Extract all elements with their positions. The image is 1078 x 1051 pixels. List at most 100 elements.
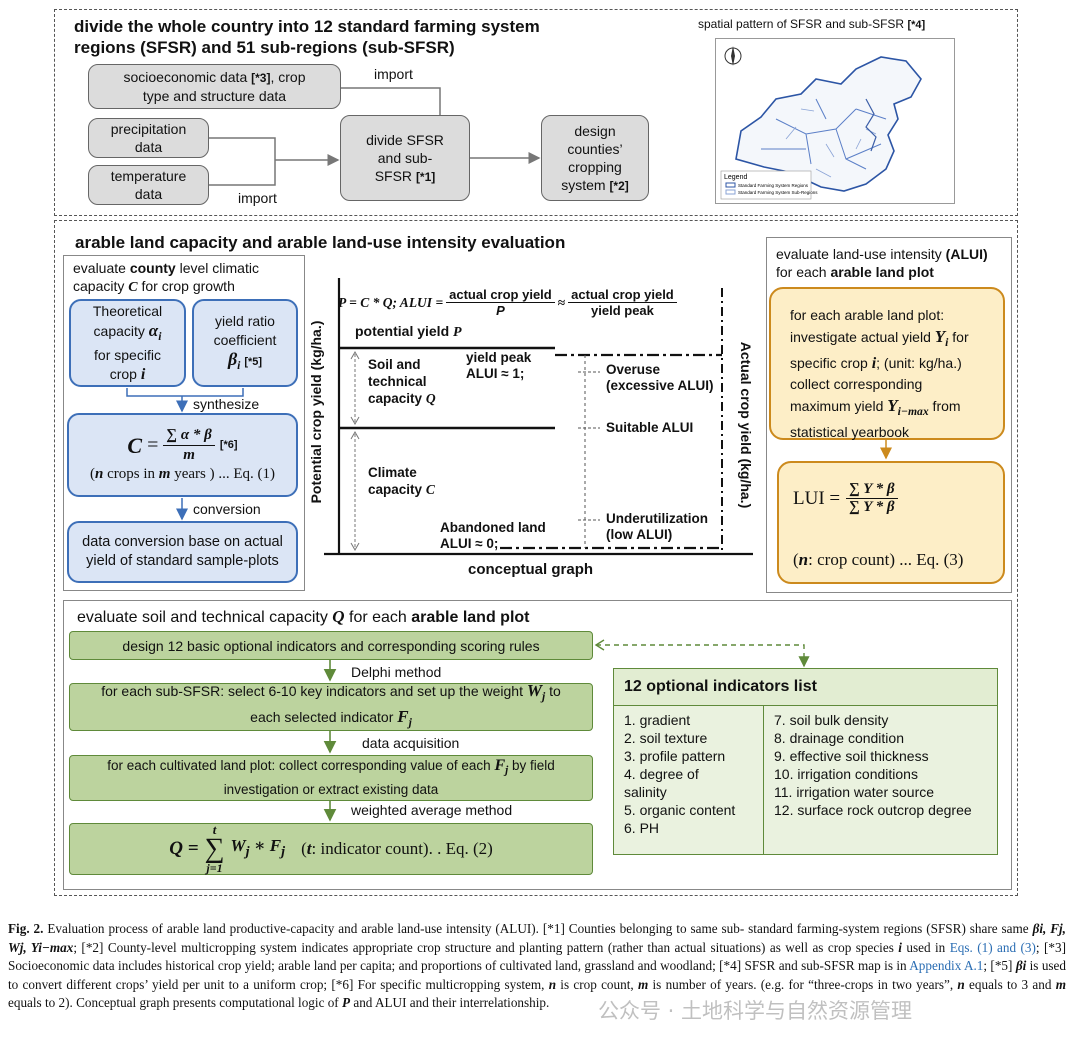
map-ref: [*4] [907,19,926,31]
map-legend-item1: Standard Farming System Regions [738,183,809,188]
step2-a: for each sub-SFSR: select 6-10 key indic… [101,683,527,700]
rb-sub1: i [945,335,949,349]
lh-a: evaluate [73,260,130,276]
step3-sub: j [505,764,509,777]
import-top-label: import [374,66,413,82]
alui-info-box: for each arable land plot: investigate a… [769,287,1005,440]
caption-t1: Evaluation process of arable land produc… [43,921,1033,936]
alui-panel-heading: evaluate land-use intensity (ALUI) for e… [776,245,988,281]
design-ref: [*2] [609,178,629,193]
graph-climate-label: Climate capacity C [368,464,435,498]
graph-soil-2: technical [368,374,427,389]
indicator-item: 4. degree of [624,766,699,782]
section-3-heading: evaluate soil and technical capacity Q f… [77,607,530,627]
conversion-box: data conversion base on actual yield of … [67,521,298,583]
rb-line6: statistical yearbook [790,423,910,440]
indicators-list-title: 12 optional indicators list [614,669,997,706]
theo-line3: for specific [94,346,161,363]
eq2-sigma: ∑ [204,833,225,864]
graph-under-1: Underutilization [606,511,708,526]
indicator-item: 5. organic content [624,802,736,818]
lh-c: level climatic [175,260,259,276]
eq2-note: : indicator count). . Eq. (2) [311,839,493,858]
rb-sub3: i−max [897,404,929,418]
caption-sym-n1: n [548,976,557,992]
alui-arrow [880,440,892,460]
caption-t6: is used to convert different crops’ yiel… [8,958,1066,992]
indicator-item: 1. gradient [624,712,691,728]
data-merge-line [209,137,276,186]
step2-sub1: j [541,690,546,703]
conversion-box-text: data conversion base on actual yield of … [82,534,283,569]
caption-fig: Fig. 2. [8,921,44,936]
conversion-label: conversion [193,501,261,517]
indicator-item: 11. irrigation water source [774,784,935,800]
graph-overuse-1: Overuse [606,362,661,377]
yield-ref: [*5] [244,355,263,368]
map-legend-title: Legend [724,174,747,181]
graph-formula-p: P = C * Q; ALUI = [338,294,444,310]
theo-line2: capacity [93,323,145,340]
graph-frac2-num: actual crop yield [568,287,677,303]
caption-link-appendix[interactable]: Appendix A.1 [909,958,984,973]
caption-link-eqs[interactable]: Eqs. (1) and (3) [949,939,1036,955]
synthesize-label: synthesize [193,396,260,412]
map-frame: Legend Standard Farming System Regions S… [715,38,955,204]
indicator-item: 12. surface rock outcrop degree [774,802,972,818]
graph-overuse-label: Overuse (excessive ALUI) [606,362,714,394]
rb-line3: specific crop [790,354,868,371]
theoretical-capacity-box: Theoretical capacity αi for specific cro… [69,299,186,387]
eq3-lhs: LUI = [793,487,841,509]
caption-t11: and ALUI and their interrelationship. [350,995,550,1010]
graph-soil-sym: Q [425,391,436,406]
yield-line1: yield ratio [215,312,275,329]
step3-b: by field [508,757,555,773]
map-title: spatial pattern of SFSR and sub-SFSR [*4… [698,17,925,31]
rb-line3b: ; (unit: kg/ha.) [876,354,962,371]
step3-sym: F [494,756,506,774]
lh-d: capacity [73,278,129,294]
rb-line2b: for [948,329,969,345]
eq3-num: ∑ Y * β [846,481,898,499]
section-3-arrows [323,639,810,822]
eq3-note-n: n [798,550,809,569]
caption-t7: is crop count, [556,976,638,992]
step2-sub2: j [408,715,412,729]
eq1-fraction: ∑ α * β m [163,426,215,465]
conceptual-graph [324,278,753,556]
caption-sym-m1: m [637,976,649,992]
eq1-label: ... Eq. (1) [218,466,275,482]
caption-t2: ; [*2] County-level multicropping system… [73,939,899,955]
indicator-item: salinity [624,784,667,800]
design-line4: system [561,176,606,193]
divide-line3: SFSR [374,167,413,184]
rb-line5b: from [928,397,961,414]
caption-t9: equals to 3 and [964,976,1056,992]
indicator-item: 9. effective soil thickness [774,748,929,764]
step2-sym1: W [526,681,542,701]
eq2-term-w: W [230,836,246,856]
rb-sym1: Y [934,327,946,346]
design-cropping-box: design counties’ cropping system [*2] [541,115,649,201]
eq1-num: ∑ α * β [163,426,215,446]
yield-sub: i [237,358,241,372]
eq2-note-t: t [306,839,312,858]
graph-potential-sym: P [453,325,462,340]
graph-climate-1: Climate [368,465,417,480]
lh-f: for crop growth [137,278,235,294]
indicator-item: 3. profile pattern [624,748,726,764]
indicator-item: 6. PH [624,820,660,836]
graph-frac2: actual crop yield yield peak [568,287,677,318]
precipitation-label: precipitation data [110,121,187,155]
step2-c: each selected indicator [250,709,398,725]
delphi-label: Delphi method [351,664,442,680]
yield-line2: coefficient [213,331,277,348]
caption-t10: equals to 2). Conceptual graph presents … [8,995,342,1010]
watermark: 公众号 · 土地科学与自然资源管理 [598,999,913,1023]
divide-line2: and sub- [377,149,433,166]
graph-caption: conceptual graph [468,561,594,578]
precipitation-box: precipitation data [88,118,209,158]
graph-approx: ≈ [557,294,566,310]
